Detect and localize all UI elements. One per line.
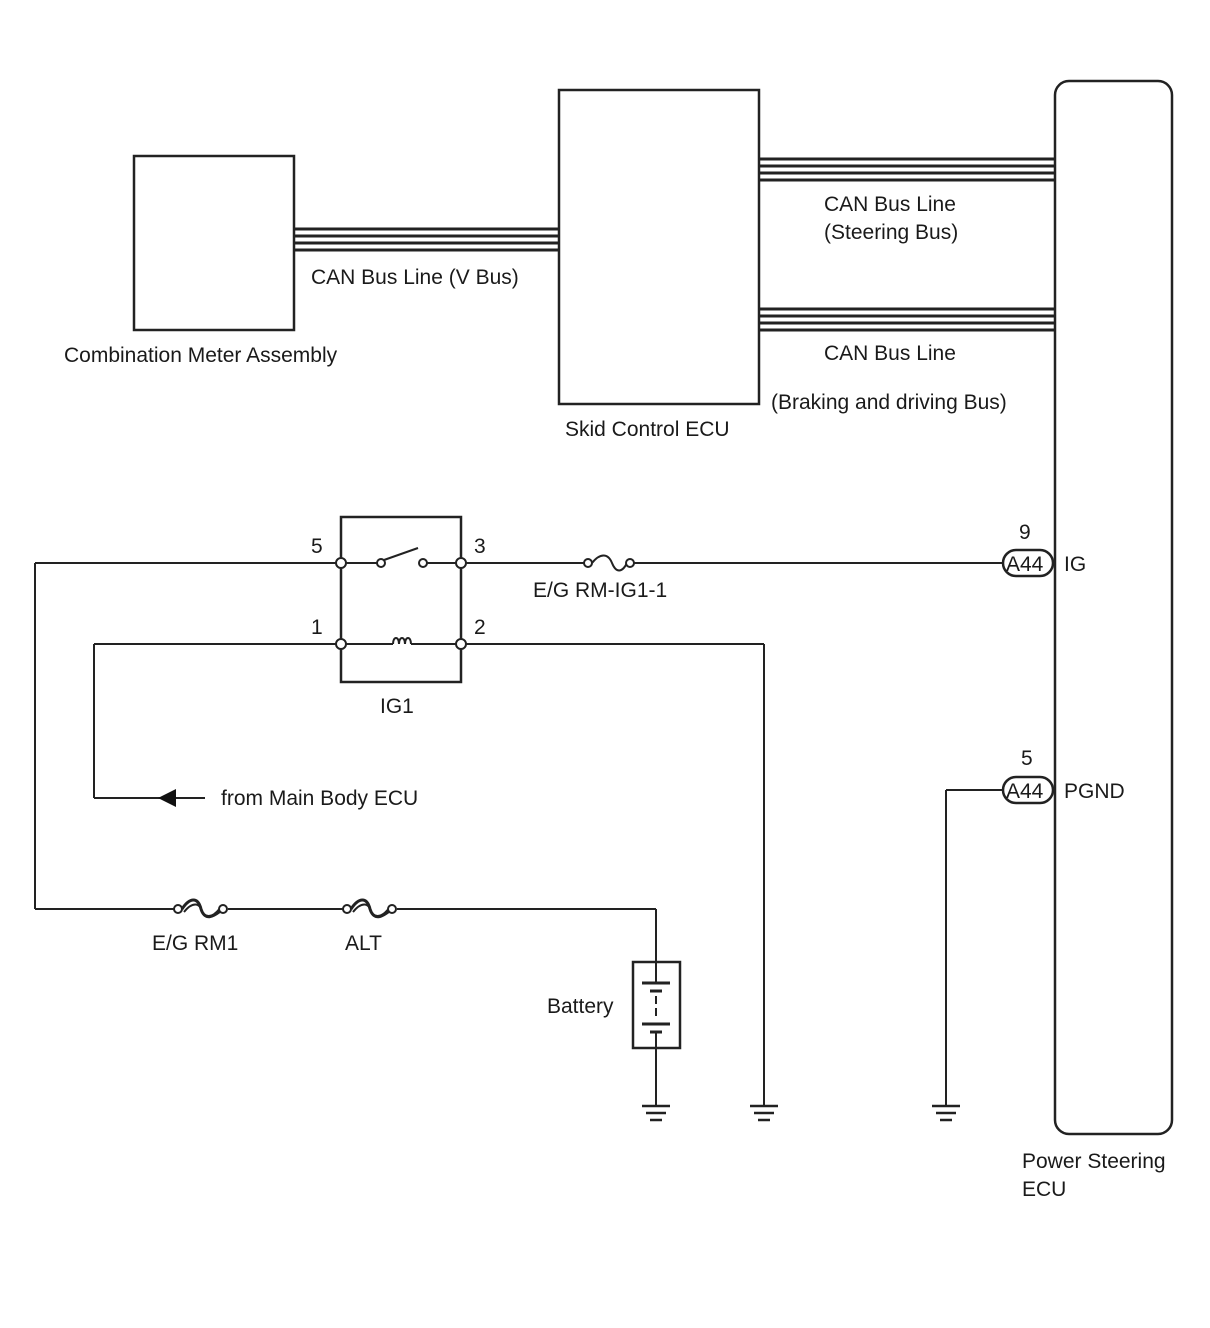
fuse-alt-label: ALT [345,932,382,955]
combination-meter-label: Combination Meter Assembly [64,344,338,367]
relay-pin-2-label: 2 [474,616,486,639]
connector-pgnd-code: A44 [1006,780,1044,803]
fuse-eg-rm1 [173,898,228,919]
relay-pin-3-label: 3 [474,535,486,558]
can-v-bus-line [294,227,559,252]
fuse-eg-rm-ig1-1-label: E/G RM-IG1-1 [533,579,667,602]
relay-pin2-ground-wire [466,643,765,1106]
power-steering-ecu-label-2: ECU [1022,1178,1066,1201]
relay-coil [341,637,461,645]
connector-a44-ig [1001,548,1055,578]
connector-pgnd-signal: PGND [1064,780,1125,803]
fuse-alt [342,898,397,919]
ig-wire [466,554,1003,572]
power-steering-ecu-box [1053,79,1174,1136]
battery-label: Battery [547,995,614,1018]
combination-meter-box [132,154,296,332]
can-steering-bus-label-2: (Steering Bus) [824,221,958,244]
can-steering-bus-label-1: CAN Bus Line [824,193,956,216]
relay-switch-contact [341,547,461,568]
battery-supply-wire [34,562,657,962]
relay-pin-5-label: 5 [311,535,323,558]
connector-ig-signal: IG [1064,553,1086,576]
skid-control-ecu-label: Skid Control ECU [565,418,730,441]
from-main-body-label: from Main Body ECU [221,787,418,810]
skid-control-ecu-box [557,88,761,406]
ground-icon [642,1104,670,1122]
connector-pgnd-pin: 5 [1021,747,1033,770]
relay-terminal-5 [335,557,347,569]
ig1-relay-box [339,515,463,684]
arrow-left-icon [158,789,176,807]
main-body-signal-wire [93,643,336,799]
can-v-bus-label: CAN Bus Line (V Bus) [311,266,519,289]
can-steering-bus-line [759,157,1055,182]
connector-ig-pin: 9 [1019,521,1031,544]
relay-terminal-3 [455,557,467,569]
ground-icon [750,1104,778,1122]
ig1-relay-label: IG1 [380,695,414,718]
relay-terminal-1 [335,638,347,650]
can-braking-bus-line [759,307,1055,332]
battery-symbol [631,960,682,1106]
fuse-eg-rm1-label: E/G RM1 [152,932,238,955]
pgnd-wire [945,789,1003,1106]
power-steering-ecu-label-1: Power Steering [1022,1150,1166,1173]
can-braking-bus-label-2: (Braking and driving Bus) [771,391,1007,414]
ground-icon [932,1104,960,1122]
relay-pin-1-label: 1 [311,616,323,639]
relay-terminal-2 [455,638,467,650]
can-braking-bus-label-1: CAN Bus Line [824,342,956,365]
connector-ig-code: A44 [1006,553,1044,576]
